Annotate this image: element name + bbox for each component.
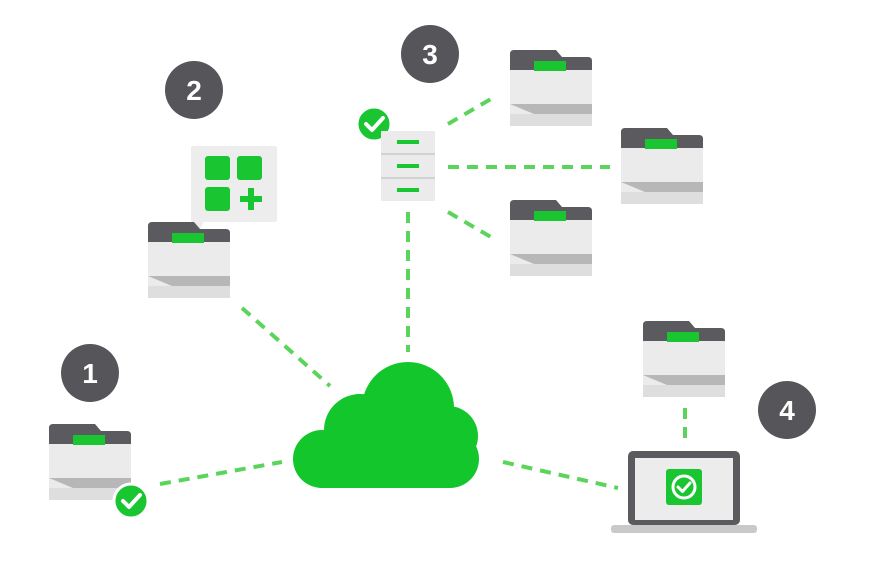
step-number: 1 [82,358,98,389]
printer-icon [148,222,230,298]
cloud-icon [293,362,479,488]
server-icon [381,131,435,201]
link-step2-cloud [240,306,332,388]
step-number: 2 [186,75,202,106]
step-badge-4: 4 [758,381,816,439]
check-circle-icon [112,482,150,520]
link-server-printer-a [446,94,498,126]
printer-icon [643,321,725,397]
step-number: 4 [779,395,795,426]
connection-links [159,94,687,490]
step-number: 3 [422,39,438,70]
step-badge-1: 1 [61,344,119,402]
apps-add-icon [191,146,277,234]
printer-icon [621,128,703,204]
link-server-printer-c [446,210,498,242]
laptop-icon [611,451,757,533]
printer-icon [510,50,592,126]
link-cloud-laptop [502,460,619,490]
link-step1-cloud [159,460,283,486]
step-badge-2: 2 [165,61,223,119]
printer-icon [510,200,592,276]
step-badge-3: 3 [401,25,459,83]
